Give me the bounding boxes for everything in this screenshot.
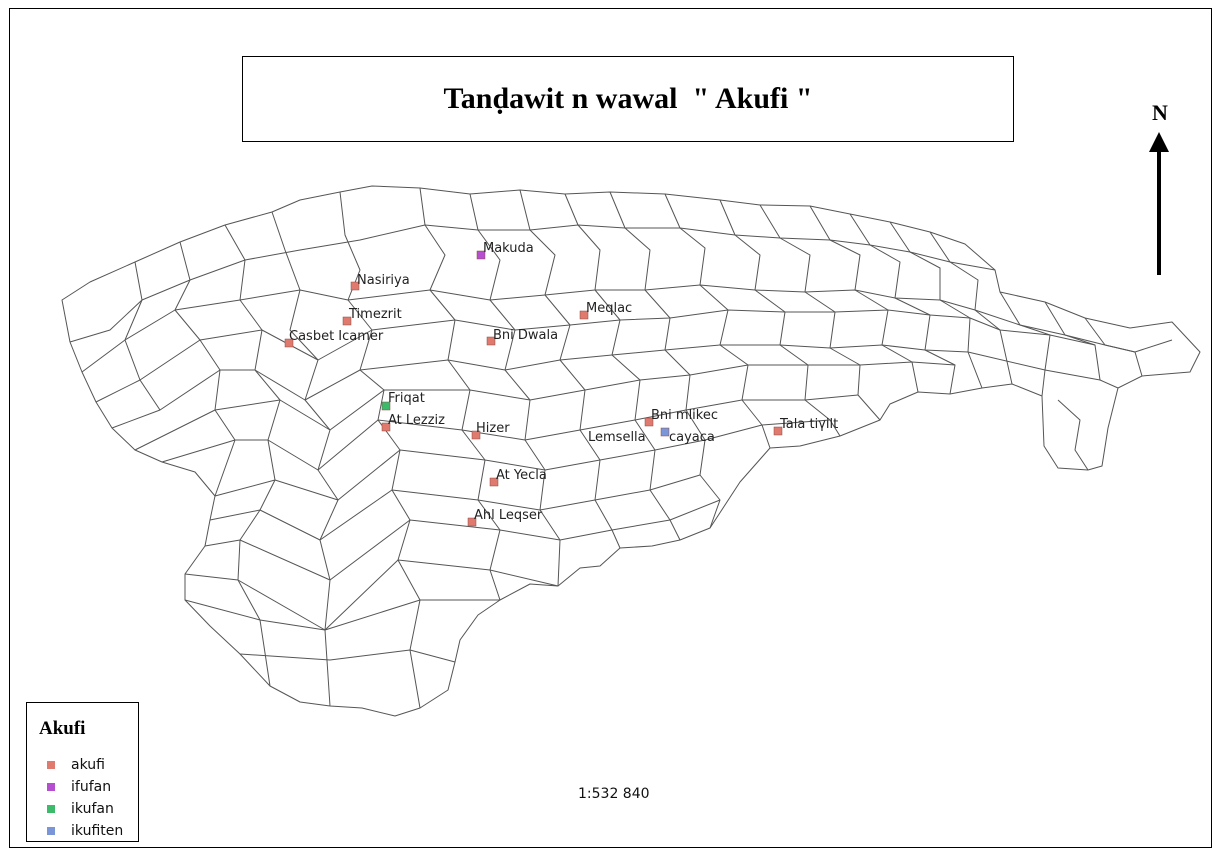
place-label-7: At Lezziz (388, 413, 445, 428)
north-arrow-icon (1149, 132, 1169, 275)
legend-swatch (47, 761, 55, 769)
place-marker-14 (467, 517, 477, 527)
legend-item-ifufan: ifufan (47, 777, 111, 797)
place-marker-5 (579, 310, 589, 320)
place-label-3: Casbet Icamer (289, 329, 384, 344)
legend-label: ikufiten (71, 823, 124, 839)
place-label-4: Bni Dwala (493, 328, 558, 343)
legend-swatch (47, 783, 55, 791)
north-arrow: N (1140, 100, 1180, 280)
place-label-9: Bni mlikec (651, 408, 718, 423)
place-label-2: Timezrit (348, 307, 402, 322)
legend-label: akufi (71, 757, 105, 773)
legend-title: Akufi (39, 718, 86, 739)
legend-item-ikufiten: ikufiten (47, 821, 123, 841)
region-outline (61, 185, 1201, 717)
place-label-14: Ahl Leqser (474, 508, 543, 523)
place-label-5: Meqlac (586, 301, 632, 316)
place-label-6: Friqat (388, 391, 425, 406)
place-marker-4 (486, 336, 496, 346)
title-box: Tanḍawit n wawal " Akufi " (242, 56, 1014, 142)
legend-item-ikufan: ikufan (47, 799, 114, 819)
place-marker-0 (476, 250, 486, 260)
place-marker-1 (350, 281, 360, 291)
place-label-11: cayaca (669, 430, 715, 445)
legend-label: ikufan (71, 801, 114, 817)
place-marker-6 (381, 401, 391, 411)
place-marker-7 (381, 422, 391, 432)
place-label-10: Lemsella (588, 430, 646, 445)
place-marker-13 (489, 477, 499, 487)
place-marker-9 (644, 417, 654, 427)
place-marker-11 (660, 427, 670, 437)
map-title: Tanḍawit n wawal " Akufi " (443, 82, 813, 115)
legend-swatch (47, 805, 55, 813)
legend-item-akufi: akufi (47, 755, 105, 775)
place-marker-3 (284, 338, 294, 348)
place-marker-2 (342, 316, 352, 326)
legend-label: ifufan (71, 779, 112, 795)
place-label-13: At Yecla (496, 468, 547, 483)
place-label-1: Nasiriya (357, 273, 410, 288)
scale-label: 1:532 840 (578, 786, 650, 802)
place-label-0: Makuda (483, 241, 534, 256)
place-label-8: Hizer (476, 421, 510, 436)
place-label-12: Tala tiγilt (779, 417, 838, 432)
place-marker-12 (773, 426, 783, 436)
map-frame (9, 8, 1212, 848)
legend-swatch (47, 827, 55, 835)
north-label: N (1152, 100, 1168, 125)
place-marker-8 (471, 430, 481, 440)
legend: Akufi akufi ifufan ikufan ikufiten (26, 702, 139, 842)
